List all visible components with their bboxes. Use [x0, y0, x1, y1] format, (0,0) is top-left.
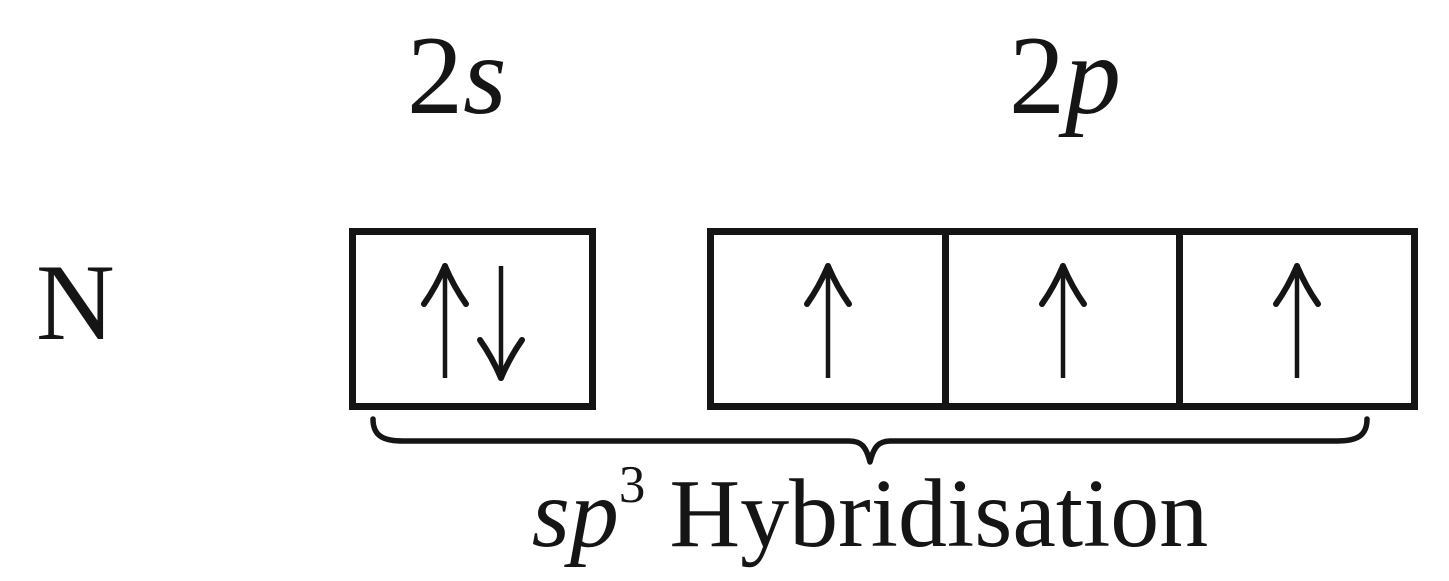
- subshell-letter-s: s: [463, 14, 507, 138]
- orbital-box-2p-3: [1183, 235, 1411, 403]
- brace-icon: [370, 416, 1370, 465]
- spin-up-arrow-icon: [803, 263, 852, 378]
- spin-up-arrow-icon: [420, 263, 469, 378]
- orbital-box-2p-1: [714, 235, 949, 403]
- orbital-label-2p: 2p: [1009, 20, 1121, 132]
- paired-electrons-icon: [420, 263, 525, 381]
- hybridisation-caption: sp3 Hybridisation: [532, 456, 1209, 569]
- element-symbol: N: [36, 242, 115, 363]
- orbital-box-2p-2: [949, 235, 1184, 403]
- spin-up-arrow-icon: [1038, 263, 1087, 378]
- caption-word: Hybridisation: [669, 460, 1209, 568]
- spin-up-arrow-icon: [1273, 263, 1322, 378]
- orbital-box-2s: [349, 228, 596, 410]
- shell-number-2p: 2: [1009, 14, 1065, 138]
- orbital-label-2s: 2s: [407, 20, 507, 132]
- caption-superscript-3: 3: [618, 456, 646, 514]
- shell-number-2s: 2: [407, 14, 463, 138]
- spin-down-arrow-icon: [476, 266, 525, 381]
- caption-sp: sp: [531, 460, 619, 568]
- orbital-boxes-2p: [707, 228, 1418, 410]
- subshell-letter-p: p: [1065, 14, 1121, 138]
